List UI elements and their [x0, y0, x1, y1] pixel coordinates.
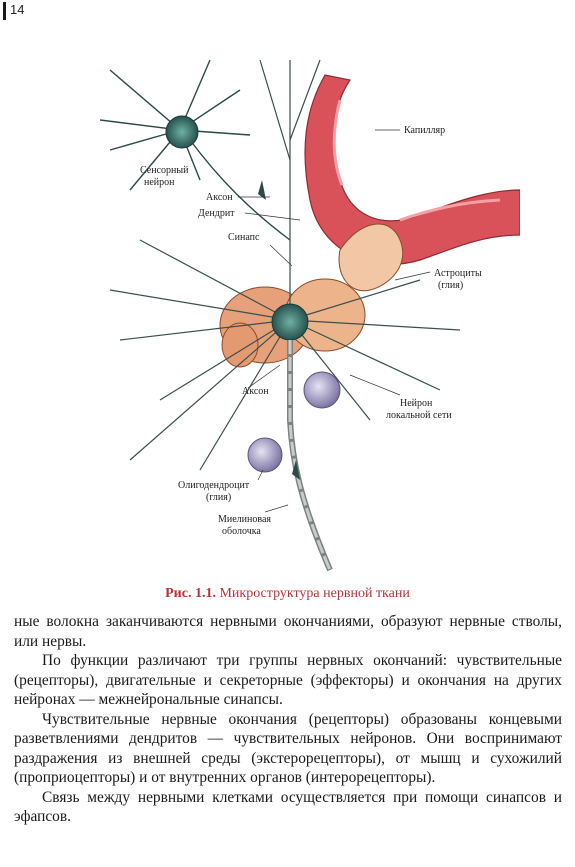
- label-dendrite: Дендрит: [198, 208, 235, 219]
- neural-tissue-figure: Капилляр Сенсорный нейрон Аксон Дендрит …: [100, 40, 520, 580]
- capillary-vessel: [304, 74, 520, 265]
- label-myelin-line1: Миелиновая: [218, 514, 271, 525]
- signal-direction-arrow-top: [258, 180, 266, 200]
- page-number: 14: [10, 2, 25, 17]
- label-synapse: Синапс: [228, 232, 260, 243]
- paragraph: Чувствительные нервные окончания (рецепт…: [14, 710, 562, 787]
- figure-caption-number: Рис. 1.1.: [165, 586, 216, 601]
- label-myelin-line2: оболочка: [222, 526, 261, 537]
- label-local-neuron-line1: Нейрон: [400, 398, 433, 409]
- paragraph: ные волокна заканчиваются нервными оконч…: [14, 613, 562, 650]
- paragraph: По функции различают три группы нервных …: [14, 652, 562, 708]
- page-marker-bar: [3, 2, 6, 20]
- label-local-neuron-line2: локальной сети: [386, 410, 452, 421]
- label-oligodendrocyte-line2: (глия): [206, 492, 231, 503]
- figure-caption-title: Микроструктура нервной ткани: [219, 586, 410, 601]
- main-neuron-dendrites: [109, 59, 461, 471]
- label-capillary: Капилляр: [404, 125, 445, 136]
- figure-caption: Рис. 1.1. Микроструктура нервной ткани: [0, 586, 575, 602]
- neural-tissue-illustration: Капилляр Сенсорный нейрон Аксон Дендрит …: [100, 59, 520, 572]
- label-astrocytes-line1: Астроциты: [434, 268, 482, 279]
- label-sensory-neuron-line2: нейрон: [144, 177, 175, 188]
- signal-direction-arrow-bottom: [292, 460, 300, 480]
- label-leader-lines: [238, 129, 431, 513]
- label-sensory-neuron-line1: Сенсорный: [140, 165, 189, 176]
- oligodendrocyte-lower: [247, 437, 283, 473]
- label-astrocytes-line2: (глия): [438, 280, 463, 291]
- sensory-neuron: [100, 59, 291, 241]
- oligodendrocyte-upper: [303, 371, 341, 409]
- main-neuron-body: [271, 303, 309, 341]
- body-text: ные волокна заканчиваются нервными оконч…: [14, 612, 562, 827]
- sensory-neuron-body: [165, 115, 199, 149]
- label-axon-bottom: Аксон: [242, 386, 269, 397]
- label-axon-top: Аксон: [206, 192, 233, 203]
- label-oligodendrocyte-line1: Олигодендроцит: [178, 480, 250, 491]
- paragraph: Связь между нервными клетками осуществля…: [14, 788, 562, 826]
